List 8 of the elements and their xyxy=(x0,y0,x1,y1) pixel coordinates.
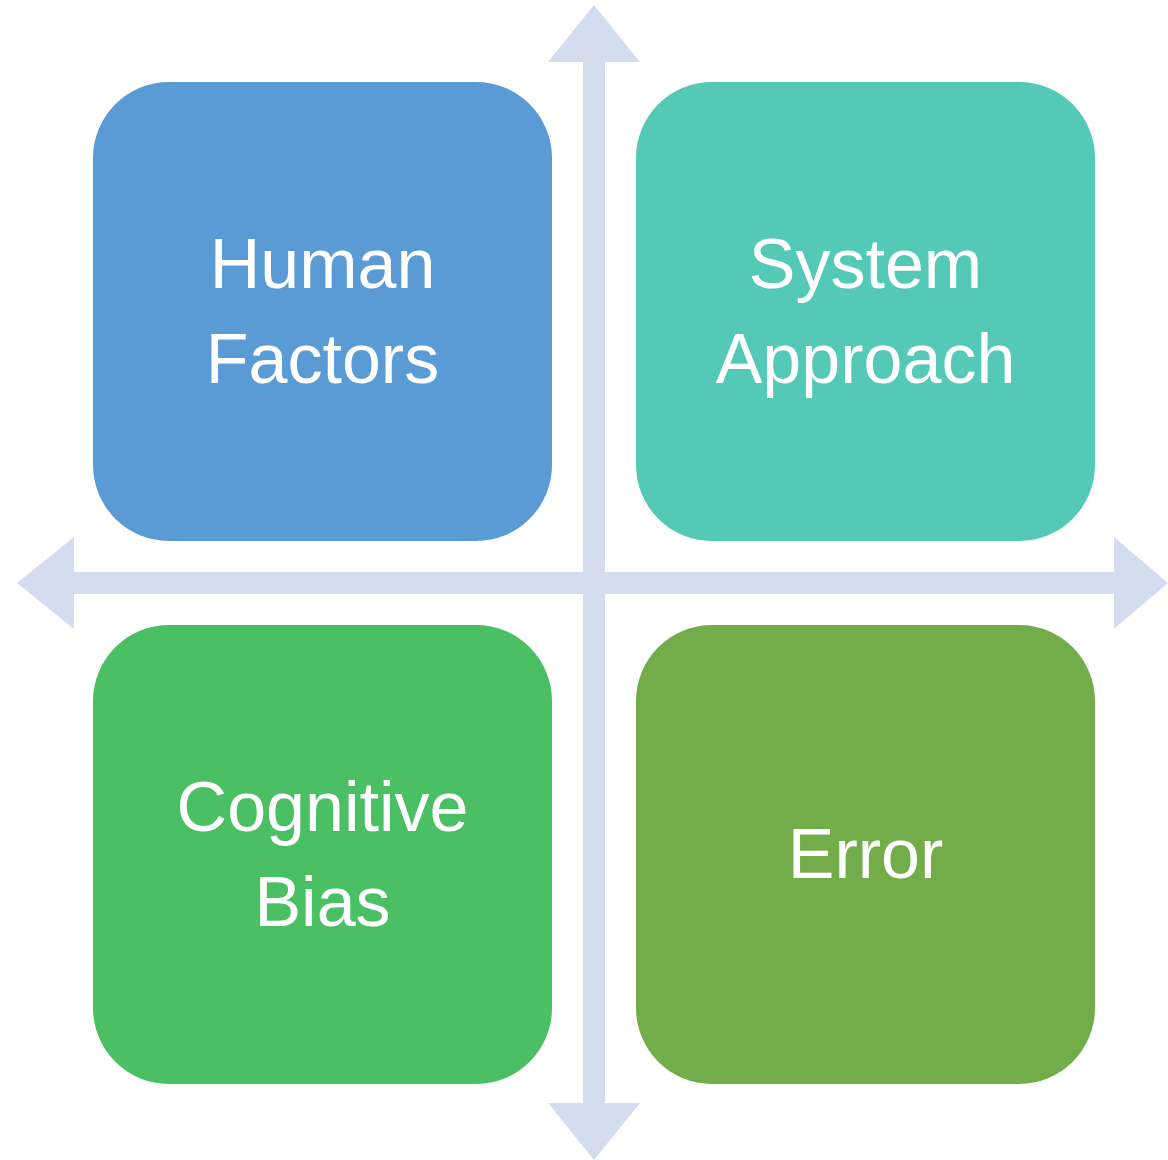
quadrant-label: Cognitive Bias xyxy=(175,767,470,943)
quadrant-box xyxy=(636,625,1095,1084)
quadrant-label: Error xyxy=(786,814,945,896)
quadrant-label: System Approach xyxy=(714,224,1017,400)
quadrant-box xyxy=(93,625,552,1084)
quadrant-box xyxy=(93,82,552,541)
quadrant-box xyxy=(636,82,1095,541)
quadrant-label: Human Factors xyxy=(204,224,441,400)
